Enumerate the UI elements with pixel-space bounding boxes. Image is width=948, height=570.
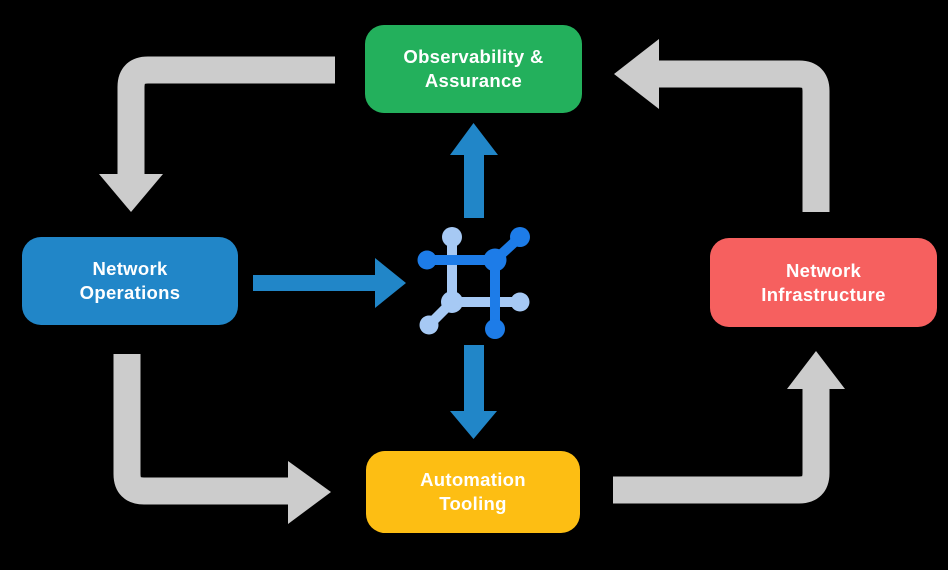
node-label-line: Infrastructure [761,283,886,305]
node-observability-assurance: Observability & Assurance [365,25,582,113]
node-label-line: Network [92,258,168,279]
gray-arrow-observability-to-operations [99,56,335,212]
node-label-line: Assurance [424,70,523,91]
node-network-infrastructure: Network Infrastructure [710,238,937,327]
blue-arrow-icon-to-automation [450,345,497,439]
gray-arrow-operations-to-automation [113,354,331,524]
node-label-line: Tooling [439,493,507,514]
gray-arrow-infrastructure-to-observability [614,39,830,212]
node-network-operations: Network Operations [22,237,238,325]
node-automation-tooling: Automation Tooling [366,451,580,533]
blue-arrow-icon-to-observability [450,123,498,218]
node-label-line: Network [785,259,862,281]
gray-arrow-automation-to-infrastructure [613,351,845,504]
node-label-line: Operations [79,282,181,303]
blue-arrow-operations-to-icon [253,258,406,308]
node-label-line: Automation [420,469,526,490]
node-label-line: Observability & [403,46,544,67]
network-mesh-icon [417,227,530,339]
